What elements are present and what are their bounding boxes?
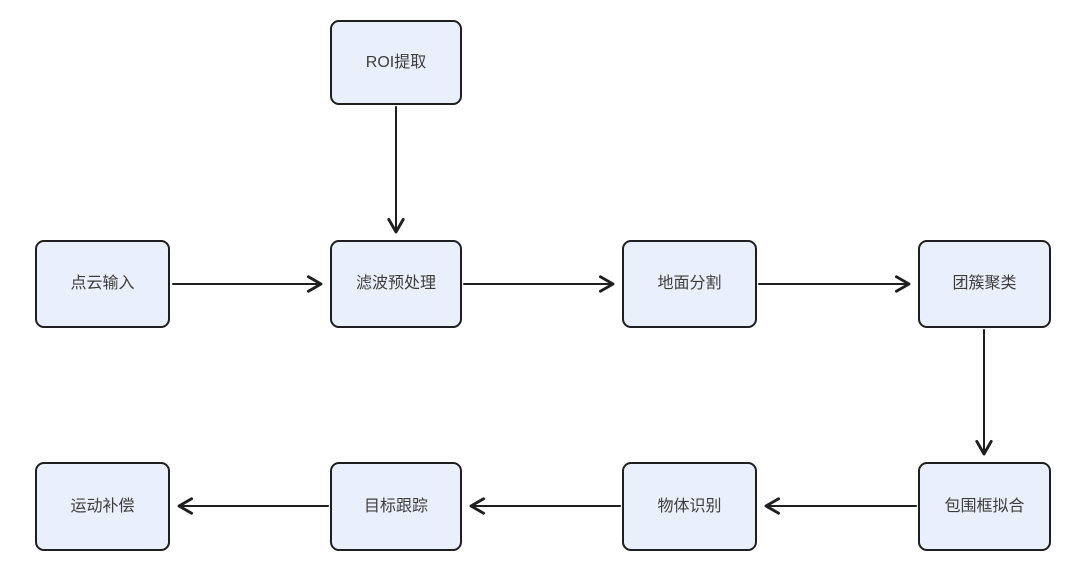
flow-node-bbox: 包围框拟合 xyxy=(918,462,1051,551)
flow-node-label: 地面分割 xyxy=(657,275,722,292)
flow-node-track: 目标跟踪 xyxy=(330,462,462,551)
flow-node-motion: 运动补偿 xyxy=(35,462,170,551)
flow-node-label: ROI提取 xyxy=(365,53,427,71)
flow-node-label: 点云输入 xyxy=(70,275,135,292)
flow-node-label: 运动补偿 xyxy=(70,497,135,515)
flow-node-filter: 滤波预处理 xyxy=(330,240,462,328)
flow-node-ground: 地面分割 xyxy=(622,240,757,328)
flow-node-label: 团簇聚类 xyxy=(952,275,1017,292)
flow-node-input: 点云输入 xyxy=(35,240,170,328)
flow-node-label: 物体识别 xyxy=(657,497,722,515)
flow-node-label: 目标跟踪 xyxy=(363,497,428,515)
flow-node-roi: ROI提取 xyxy=(330,20,462,105)
flow-node-label: 包围框拟合 xyxy=(944,497,1025,515)
flow-node-cluster: 团簇聚类 xyxy=(918,240,1051,328)
flow-node-label: 滤波预处理 xyxy=(355,275,436,292)
flow-node-recog: 物体识别 xyxy=(622,462,757,551)
